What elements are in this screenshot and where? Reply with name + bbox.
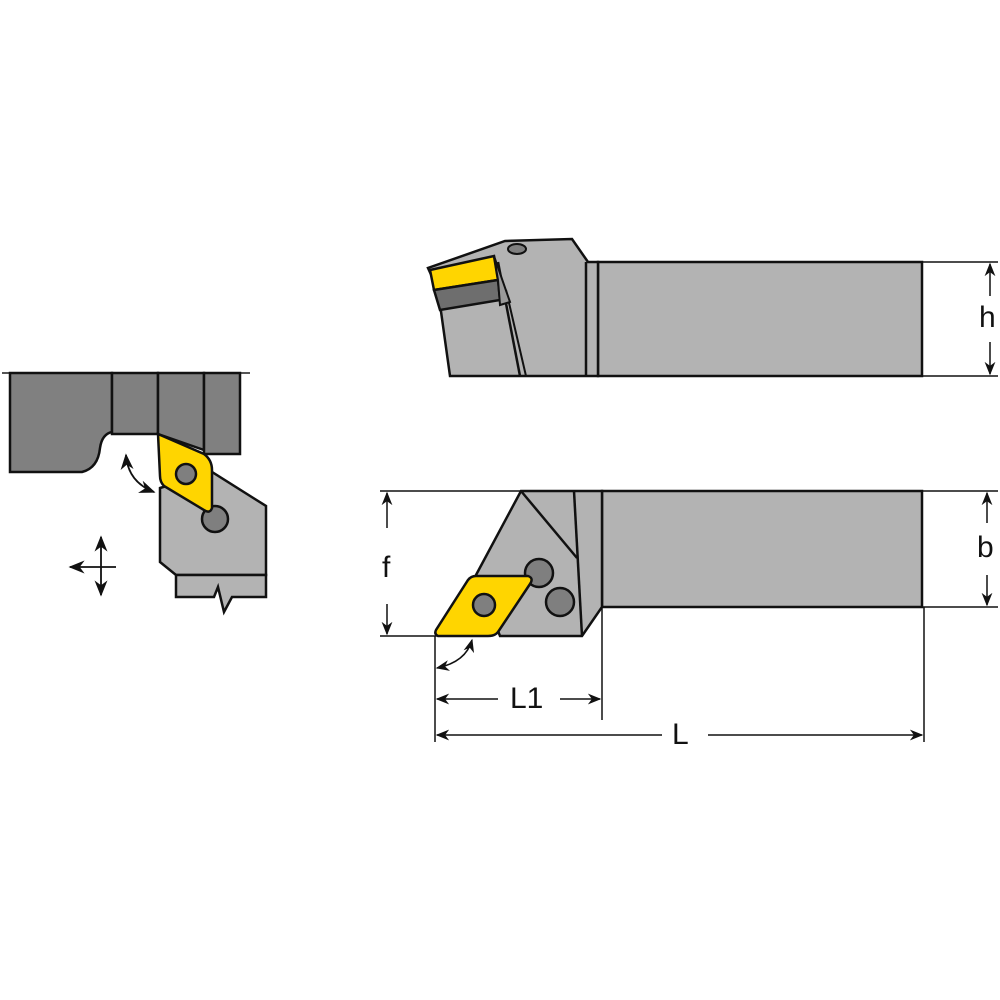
- dimension-label-L1: L1: [510, 682, 544, 715]
- side-view: [426, 237, 924, 378]
- dimension-label-b: b: [977, 531, 994, 564]
- dimension-label-h: h: [979, 301, 996, 334]
- dimension-lines: [380, 261, 998, 742]
- application-view: [2, 371, 268, 616]
- dimension-label-L: L: [672, 718, 689, 751]
- dimension-label-f: f: [382, 551, 391, 584]
- top-view: [434, 489, 924, 638]
